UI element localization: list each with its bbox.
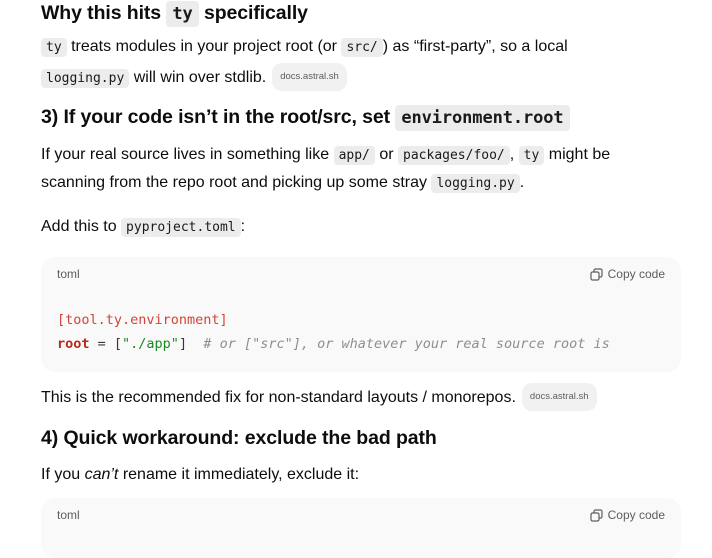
code-block: toml Copy code <box>41 498 681 558</box>
text: , <box>509 146 519 163</box>
code-token-comment: # or ["src"], or whatever your real sour… <box>203 336 610 352</box>
text: Add this to <box>41 218 122 235</box>
inline-code: pyproject.toml <box>121 218 241 237</box>
inline-code: ty <box>518 146 545 165</box>
code-language-label: toml <box>57 508 80 522</box>
text: rename it immediately, exclude it: <box>118 466 360 483</box>
text: ) as “first-party”, so a local <box>382 38 568 55</box>
paragraph-3-2: scanning from the repo root and picking … <box>41 172 524 195</box>
paragraph-add-this: Add this to pyproject.toml: <box>41 216 245 239</box>
text: If you <box>41 466 85 483</box>
text: . <box>519 174 525 191</box>
code-block: toml Copy code [tool.ty.environment] roo… <box>41 257 681 372</box>
heading-text: specifically <box>198 2 308 24</box>
copy-code-button[interactable]: Copy code <box>590 267 665 281</box>
copy-icon <box>590 508 603 522</box>
code-token-punct: = [ <box>89 336 123 352</box>
section-heading-4: 4) Quick workaround: exclude the bad pat… <box>41 427 437 449</box>
copy-code-button[interactable]: Copy code <box>590 508 665 522</box>
heading-text: 3) If your code isn’t in the root/src, s… <box>41 106 396 128</box>
text: This is the recommended fix for non-stan… <box>41 389 516 407</box>
inline-code: src/ <box>341 38 383 57</box>
heading-inline-code: environment.root <box>395 105 570 131</box>
paragraph-3-1: If your real source lives in something l… <box>41 144 610 167</box>
copy-code-label: Copy code <box>607 508 665 522</box>
code-token-section: [tool.ty.environment] <box>57 312 228 328</box>
section-heading-3: 3) If your code isn’t in the root/src, s… <box>41 105 570 131</box>
emphasis: can’t <box>84 466 119 483</box>
text: might be <box>544 146 611 163</box>
heading-inline-code: ty <box>166 1 199 27</box>
text: or <box>374 146 399 163</box>
copy-code-label: Copy code <box>607 267 665 281</box>
text: treats modules in your project root (or <box>66 38 342 55</box>
code-line: root = ["./app"] # or ["src"], or whatev… <box>57 336 610 352</box>
text: : <box>240 218 246 235</box>
code-line: [tool.ty.environment] <box>57 312 228 328</box>
code-token-punct: ] <box>178 336 204 352</box>
inline-code: app/ <box>333 146 375 165</box>
section-heading-why: Why this hits ty specifically <box>41 1 308 27</box>
text: will win over stdlib. <box>129 69 267 87</box>
code-language-label: toml <box>57 267 80 281</box>
inline-code: logging.py <box>41 69 130 89</box>
paragraph-why-1: ty treats modules in your project root (… <box>41 36 568 59</box>
inline-code: packages/foo/ <box>398 146 510 165</box>
paragraph-4: If you can’t rename it immediately, excl… <box>41 464 359 486</box>
paragraph-why-2: logging.py will win over stdlib. docs.ast… <box>41 63 347 92</box>
inline-code: ty <box>41 38 67 57</box>
text: If your real source lives in something l… <box>41 146 334 163</box>
code-token-key: root <box>57 336 90 352</box>
paragraph-recommended: This is the recommended fix for non-stan… <box>41 383 597 412</box>
code-token-string: "./app" <box>122 336 179 352</box>
text: scanning from the repo root and picking … <box>41 174 432 191</box>
source-badge[interactable]: docs.astral.sh <box>272 63 347 91</box>
inline-code: logging.py <box>431 174 520 193</box>
heading-text: Why this hits <box>41 2 167 24</box>
source-badge[interactable]: docs.astral.sh <box>521 383 597 411</box>
copy-icon <box>590 267 603 281</box>
